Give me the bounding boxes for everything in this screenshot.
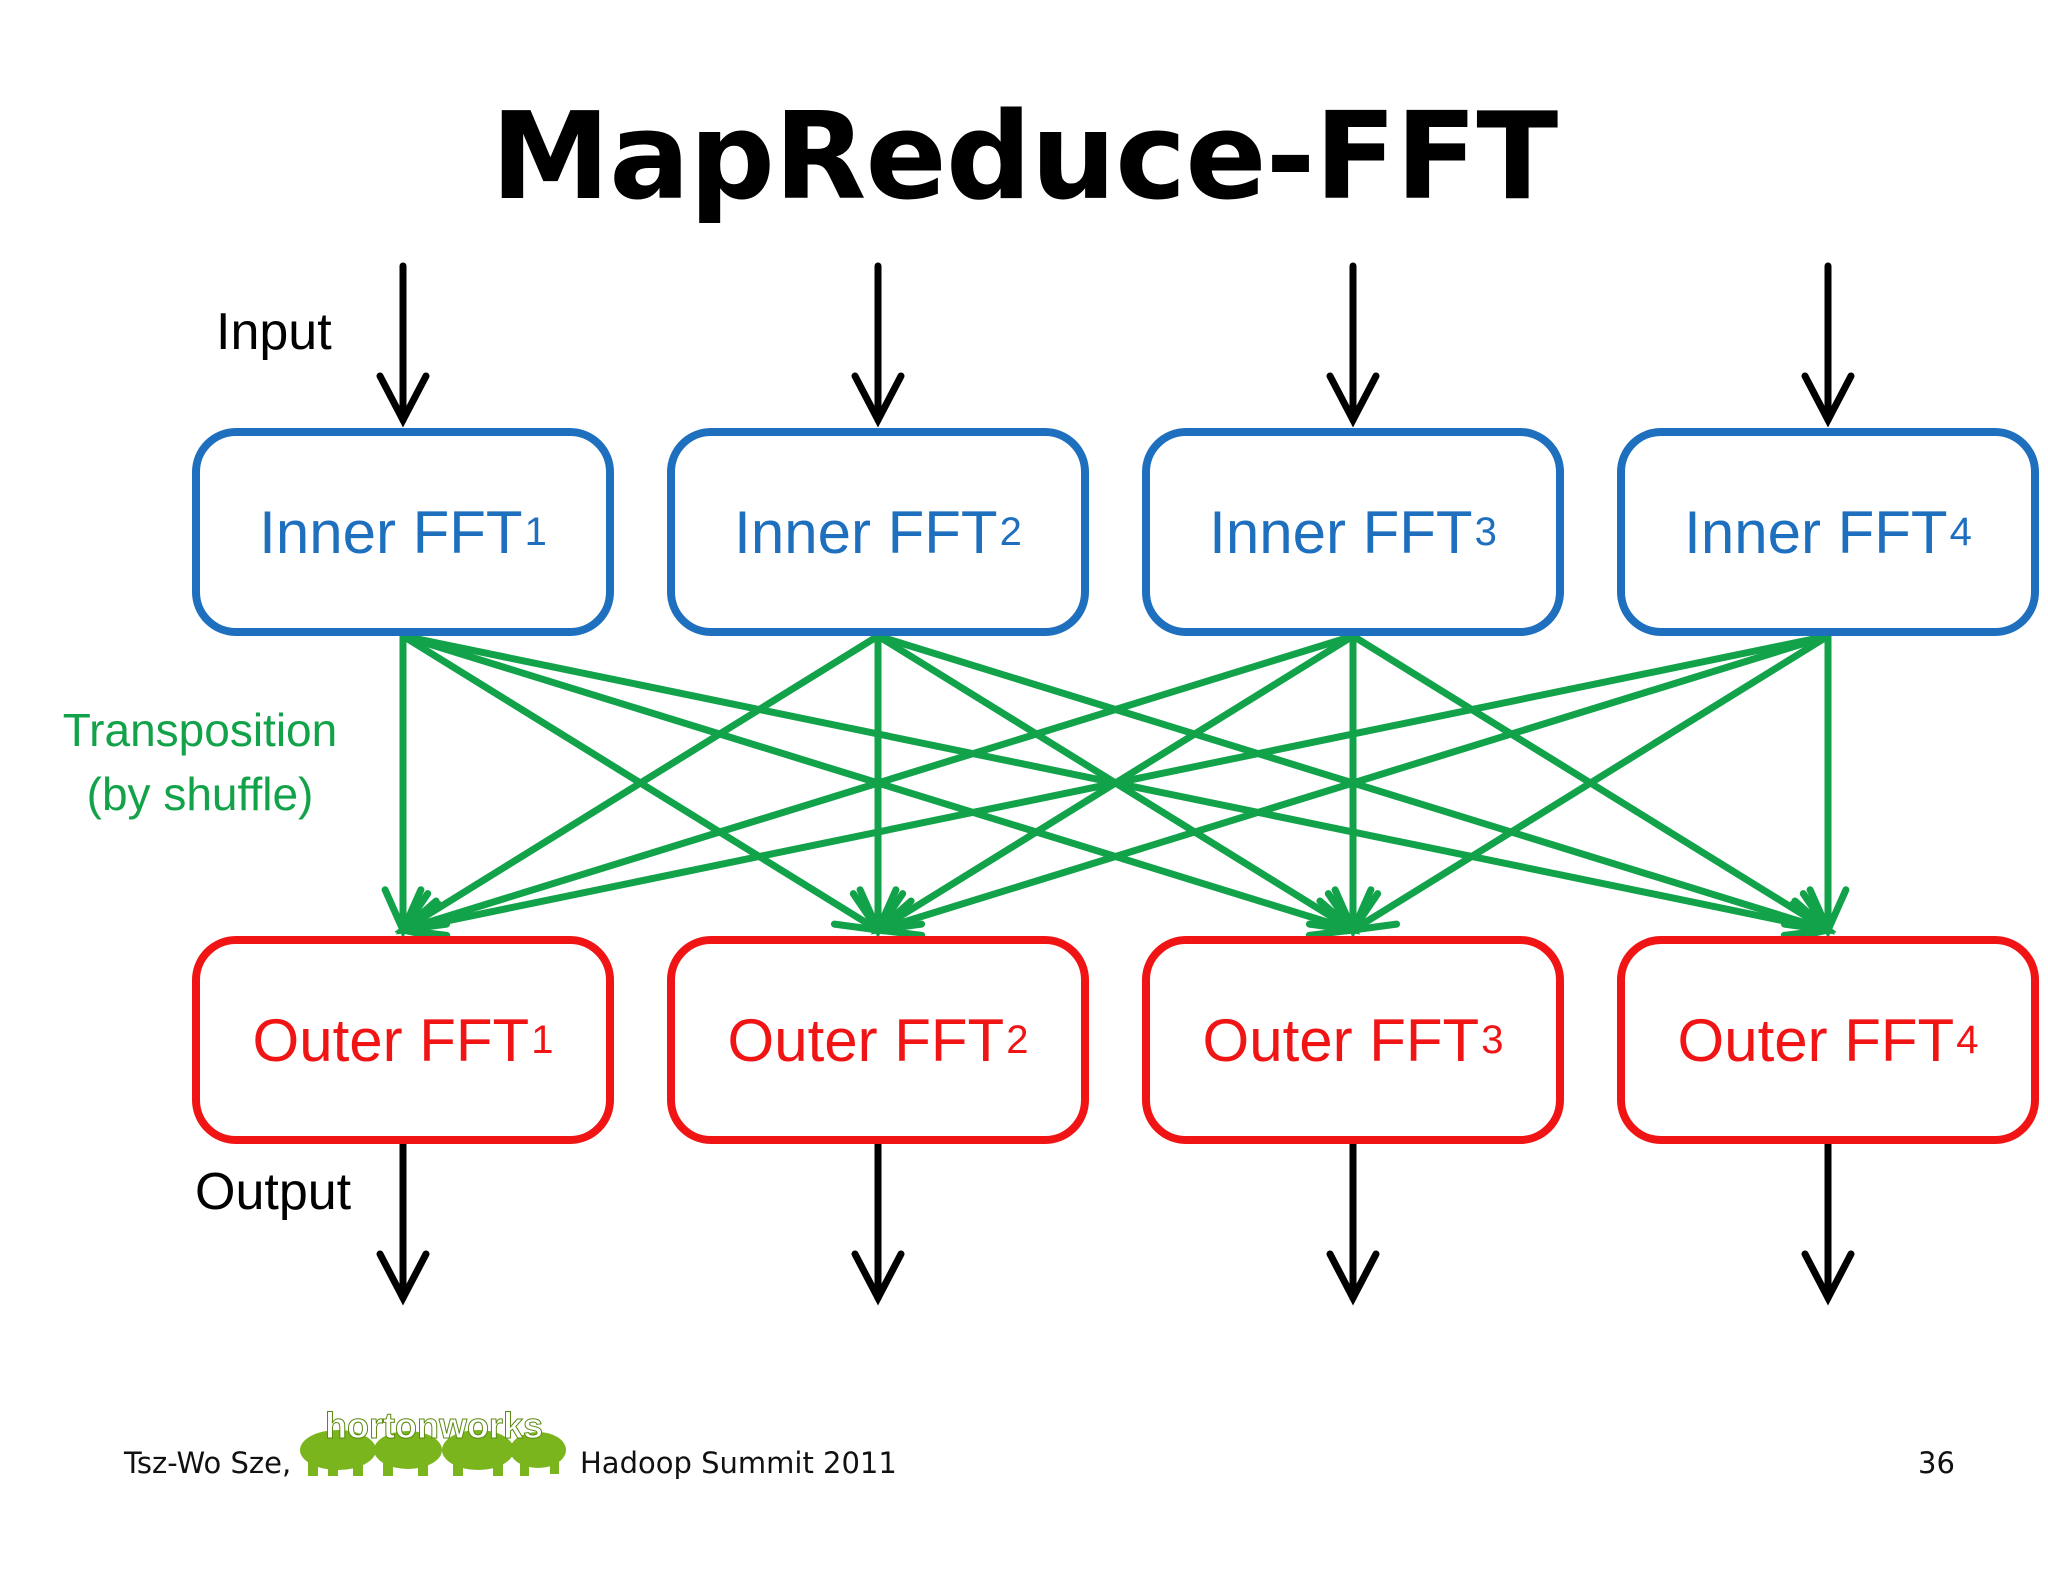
slide-title: MapReduce-FFT (490, 88, 1559, 227)
shuffle-edge-1-to-1 (381, 632, 425, 939)
output-arrow-3 (1326, 1140, 1380, 1306)
output-label: Output (195, 1163, 352, 1221)
outer-fft-1-label: Outer FFT (252, 1006, 530, 1074)
inner-fft-4-label: Inner FFT (1684, 498, 1948, 566)
outer-fft-3-label: Outer FFT (1202, 1006, 1480, 1074)
input-arrow-3 (1326, 262, 1380, 428)
input-arrow-4 (1801, 262, 1855, 428)
input-arrow-1 (376, 262, 430, 428)
hortonworks-logo: hortonworks (300, 1405, 566, 1476)
outer-fft-4-label: Outer FFT (1677, 1006, 1955, 1074)
outer-fft-1-subscript: 1 (531, 1017, 554, 1062)
page-number: 36 (1918, 1446, 1955, 1480)
shuffle-edge-4-to-3 (1345, 632, 1832, 935)
output-arrow-2 (851, 1140, 905, 1306)
inner-fft-2-label: Inner FFT (734, 498, 998, 566)
logo-elephants-icon (300, 1430, 566, 1476)
transposition-line-2: (by shuffle) (86, 768, 314, 820)
inner-fft-1-subscript: 1 (524, 509, 547, 554)
shuffle-edges (381, 632, 1850, 943)
input-label: Input (216, 303, 332, 361)
shuffle-edge-4-to-2 (869, 632, 1832, 939)
inner-fft-3-label: Inner FFT (1209, 498, 1473, 566)
transposition-line-1: Transposition (62, 704, 338, 756)
footer-author: Tsz-Wo Sze, (124, 1446, 292, 1480)
inner-fft-3-subscript: 3 (1474, 509, 1497, 554)
inner-fft-4-subscript: 4 (1949, 509, 1972, 554)
shuffle-edge-4-to-4 (1806, 632, 1850, 939)
output-arrow-4 (1801, 1140, 1855, 1306)
input-arrows (376, 262, 1855, 428)
output-arrow-1 (376, 1140, 430, 1306)
outer-fft-4-subscript: 4 (1956, 1017, 1979, 1062)
footer-event: Hadoop Summit 2011 (580, 1446, 897, 1480)
output-arrows (376, 1140, 1855, 1306)
inner-fft-2-subscript: 2 (999, 509, 1022, 554)
input-arrow-2 (851, 262, 905, 428)
outer-fft-2-subscript: 2 (1006, 1017, 1029, 1062)
transposition-label: Transposition (by shuffle) (40, 698, 360, 826)
logo-text: hortonworks (325, 1405, 543, 1446)
inner-fft-1-label: Inner FFT (259, 498, 523, 566)
outer-fft-3-subscript: 3 (1481, 1017, 1504, 1062)
outer-fft-2-label: Outer FFT (727, 1006, 1005, 1074)
